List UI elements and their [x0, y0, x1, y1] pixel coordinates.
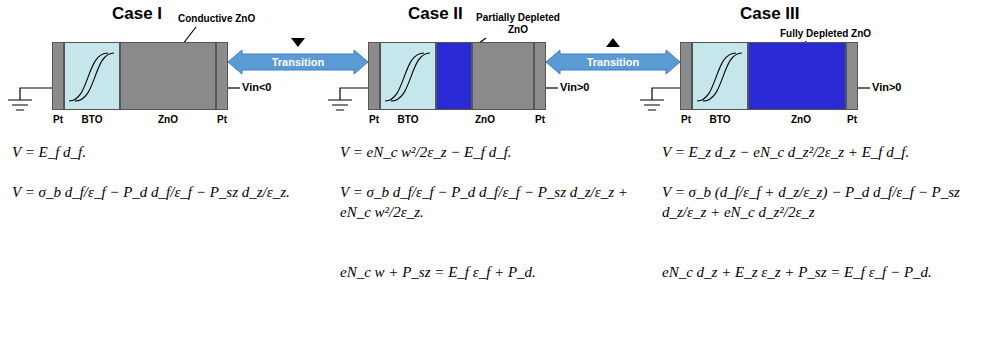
direction-triangle — [606, 38, 620, 47]
pt-layer — [216, 42, 228, 110]
equation: V = E_z d_z − eN_c d_z²/2ε_z + E_f d_f. — [662, 142, 976, 162]
ground-symbol — [8, 88, 52, 110]
zno-layer — [472, 42, 534, 110]
part-label: BTO — [77, 114, 107, 126]
device-stack: Case III — [680, 42, 858, 110]
part-label: Pt — [43, 114, 73, 126]
bto-layer — [692, 42, 748, 110]
part-label: Pt — [359, 114, 389, 126]
equation: eN_c w + P_sz = E_f ε_f + P_d. — [340, 262, 658, 282]
case-title: Case I — [112, 4, 162, 24]
arrow-label: Transition — [272, 56, 325, 68]
equation: eN_c d_z + E_z ε_z + P_sz = E_f ε_f − P_… — [662, 262, 976, 282]
hysteresis-loop — [380, 43, 436, 109]
part-label: Pt — [671, 114, 701, 126]
part-label: Vin>0 — [560, 81, 600, 94]
part-label: Pt — [837, 114, 867, 126]
transition-arrow — [228, 50, 368, 74]
part-label: ZnO — [786, 114, 816, 126]
arrow-label: Transition — [587, 56, 640, 68]
ground-symbol — [328, 88, 368, 110]
part-label: BTO — [393, 114, 423, 126]
pt-layer — [534, 42, 546, 110]
dep-layer — [748, 42, 846, 110]
input-wire — [858, 87, 870, 88]
part-label: ZnO — [153, 114, 183, 126]
ground-symbol — [640, 88, 680, 110]
hysteresis-loop — [64, 43, 120, 109]
pt-layer — [368, 42, 380, 110]
equation: V = σ_b (d_f/ε_f + d_z/ε_z) − P_d d_f/ε_… — [662, 182, 976, 223]
part-label: Pt — [525, 114, 555, 126]
pt-layer — [680, 42, 692, 110]
equation: V = eN_c w²/2ε_z − E_f d_f. — [340, 142, 658, 162]
case-title: Case II — [408, 4, 463, 24]
part-label: BTO — [705, 114, 735, 126]
part-label: Fully Depleted ZnO — [780, 28, 890, 40]
case-title: Case III — [740, 4, 800, 24]
device-stack: Case II — [368, 42, 546, 110]
part-label: Vin<0 — [242, 81, 282, 94]
part-label: Vin>0 — [872, 81, 912, 94]
transition-arrow — [546, 50, 680, 74]
part-label: Partially Depleted ZnO — [470, 12, 566, 35]
device-stack: Case I — [52, 42, 228, 110]
pt-layer — [52, 42, 64, 110]
zno-layer — [120, 42, 216, 110]
bto-layer — [64, 42, 120, 110]
part-label: Pt — [207, 114, 237, 126]
input-wire — [546, 87, 558, 88]
hysteresis-loop — [692, 43, 748, 109]
equation: V = E_f d_f. — [12, 142, 332, 162]
equation: V = σ_b d_f/ε_f − P_d d_f/ε_f − P_sz d_z… — [12, 182, 332, 202]
bto-layer — [380, 42, 436, 110]
dep-layer — [436, 42, 472, 110]
equation: V = σ_b d_f/ε_f − P_d d_f/ε_f − P_sz d_z… — [340, 182, 658, 223]
pt-layer — [846, 42, 858, 110]
input-wire — [228, 87, 240, 88]
part-label: ZnO — [470, 114, 500, 126]
part-label: Conductive ZnO — [178, 13, 268, 25]
direction-triangle — [291, 38, 305, 47]
